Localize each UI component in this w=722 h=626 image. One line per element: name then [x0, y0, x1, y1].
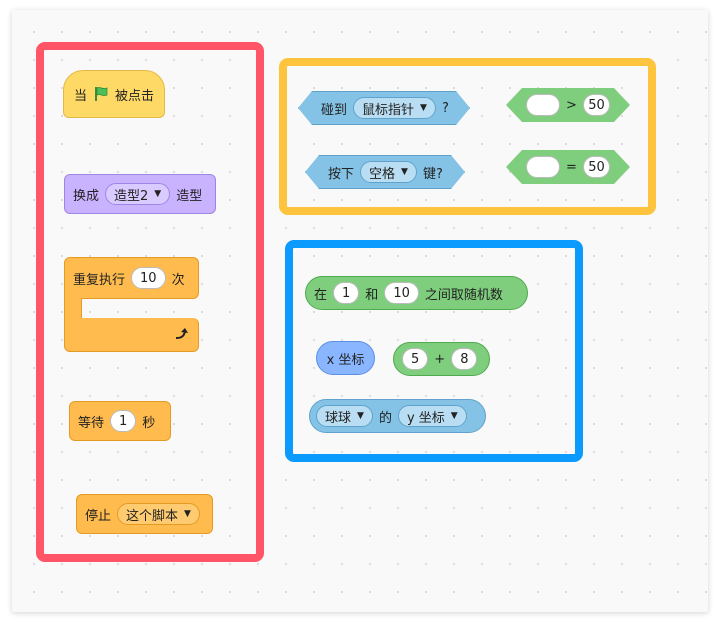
random-suffix-label: 之间取随机数 — [424, 287, 503, 303]
random-prefix-label: 在 — [314, 287, 328, 303]
x-position-label: x 坐标 — [326, 352, 365, 368]
eq-right-input[interactable]: 50 — [583, 156, 610, 178]
blue-frame — [285, 240, 583, 462]
pick-random-block[interactable]: 在 1 和 10 之间取随机数 — [305, 276, 528, 310]
key-suffix-label: 键? — [422, 166, 443, 182]
random-to-input[interactable]: 10 — [384, 282, 419, 304]
costume-dropdown[interactable]: 造型2 ▼ — [105, 183, 171, 205]
stop-option-dropdown[interactable]: 这个脚本 ▼ — [117, 503, 200, 525]
property-dropdown-value: y 坐标 — [406, 410, 445, 426]
sprite-dropdown-value: 球球 — [325, 410, 352, 426]
property-dropdown[interactable]: y 坐标 ▼ — [397, 405, 467, 427]
touching-prefix-label: 碰到 — [321, 102, 348, 118]
repeat-suffix-label: 次 — [171, 272, 185, 288]
eq-symbol: = — [566, 159, 577, 175]
chevron-down-icon: ▼ — [357, 411, 364, 421]
x-position-block[interactable]: x 坐标 — [316, 341, 375, 375]
add-symbol: + — [434, 351, 446, 367]
chevron-down-icon: ▼ — [450, 411, 458, 421]
wait-prefix-label: 等待 — [78, 415, 105, 431]
repeat-block-foot — [64, 318, 199, 352]
wait-seconds-input[interactable]: 1 — [110, 410, 137, 432]
gt-symbol: > — [566, 97, 577, 113]
touching-option-dropdown[interactable]: 鼠标指针 ▼ — [353, 97, 436, 119]
random-and-label: 和 — [365, 287, 379, 303]
yellow-frame — [279, 58, 656, 215]
repeat-count-input[interactable]: 10 — [131, 267, 166, 289]
touching-block[interactable]: 碰到 鼠标指针 ▼ ? — [298, 91, 470, 125]
wait-suffix-label: 秒 — [142, 415, 156, 431]
costume-dropdown-value: 造型2 — [114, 188, 149, 204]
greater-than-block[interactable]: > 50 — [506, 88, 630, 122]
random-from-input[interactable]: 1 — [333, 282, 360, 304]
key-prefix-label: 按下 — [328, 166, 355, 182]
green-flag-icon — [95, 87, 108, 101]
chevron-down-icon: ▼ — [154, 189, 162, 199]
key-pressed-block[interactable]: 按下 空格 ▼ 键? — [305, 155, 465, 189]
sprite-property-block[interactable]: 球球 ▼ 的 y 坐标 ▼ — [309, 399, 486, 433]
gt-right-input[interactable]: 50 — [583, 94, 610, 116]
of-label: 的 — [378, 410, 392, 426]
key-option-dropdown[interactable]: 空格 ▼ — [360, 161, 417, 183]
loop-arrow-icon — [175, 328, 188, 339]
chevron-down-icon: ▼ — [184, 509, 191, 519]
repeat-block-arm — [64, 298, 82, 322]
when-prefix-label: 当 — [74, 88, 88, 104]
touching-option-value: 鼠标指针 — [362, 102, 415, 118]
red-frame — [36, 42, 264, 562]
switch-prefix-label: 换成 — [73, 188, 100, 204]
add-right-input[interactable]: 8 — [451, 348, 478, 370]
switch-costume-block[interactable]: 换成 造型2 ▼ 造型 — [64, 174, 216, 214]
wait-block[interactable]: 等待 1 秒 — [69, 401, 171, 441]
when-flag-clicked-block[interactable]: 当 被点击 — [63, 70, 165, 118]
stop-label: 停止 — [85, 508, 112, 524]
repeat-label: 重复执行 — [73, 272, 126, 288]
repeat-block[interactable]: 重复执行 10 次 — [64, 257, 199, 299]
sprite-dropdown[interactable]: 球球 ▼ — [316, 405, 373, 427]
key-option-value: 空格 — [369, 166, 396, 182]
add-block[interactable]: 5 + 8 — [393, 342, 490, 376]
when-suffix-label: 被点击 — [114, 88, 154, 104]
gt-left-input[interactable] — [526, 94, 560, 116]
stop-option-value: 这个脚本 — [126, 508, 179, 524]
switch-suffix-label: 造型 — [176, 188, 203, 204]
chevron-down-icon: ▼ — [401, 167, 408, 177]
eq-left-input[interactable] — [526, 156, 560, 178]
add-left-input[interactable]: 5 — [402, 348, 429, 370]
touching-suffix-label: ? — [441, 100, 449, 116]
equals-block[interactable]: = 50 — [506, 150, 630, 184]
stop-block[interactable]: 停止 这个脚本 ▼ — [76, 494, 213, 534]
chevron-down-icon: ▼ — [420, 103, 427, 113]
